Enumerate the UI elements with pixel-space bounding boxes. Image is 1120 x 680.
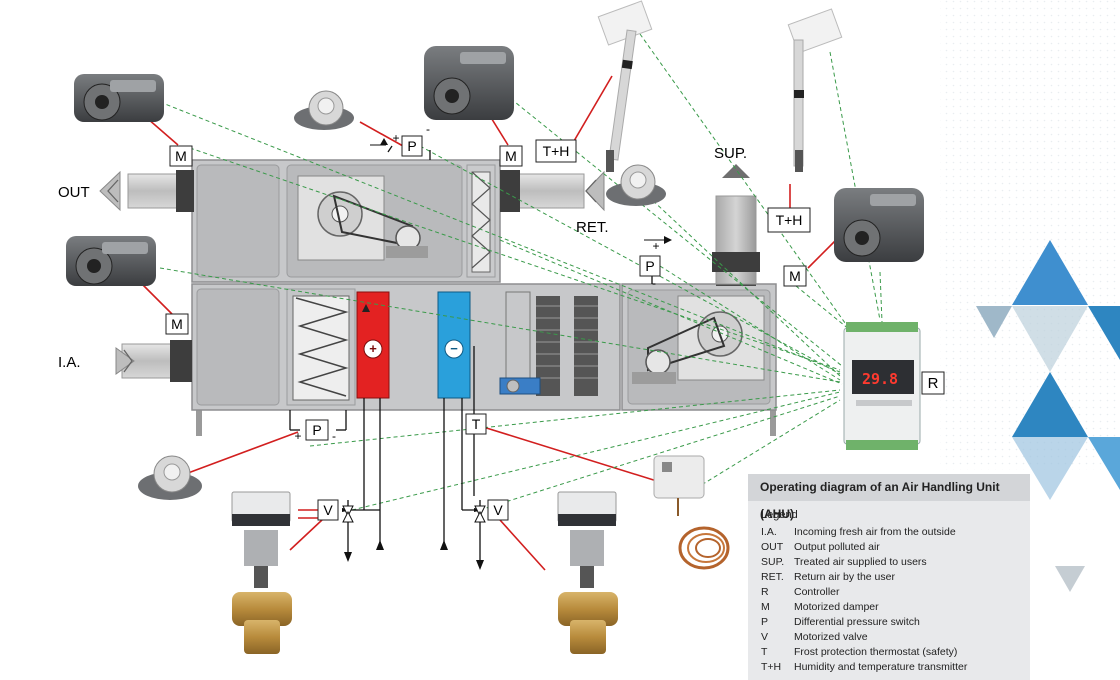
damper-actuator-sup	[834, 188, 924, 262]
humidifier	[499, 291, 598, 396]
legend-text: Frost protection thermostat (safety)	[794, 646, 958, 658]
label-plus-ret: +	[652, 239, 659, 253]
legend-text: Treated air supplied to users	[794, 556, 927, 568]
legend-item: RET. Return air by the user	[761, 571, 895, 583]
frost-thermostat	[653, 455, 730, 570]
legend-item: I.A. Incoming fresh air from the outside	[761, 526, 956, 538]
damper-actuator-ia	[66, 236, 156, 286]
legend-heading: Legend	[761, 509, 798, 521]
label-r: R	[928, 375, 939, 392]
air-direction-marks	[107, 179, 597, 373]
legend-text: Controller	[794, 586, 840, 598]
label-minus-top: -	[426, 122, 430, 136]
label-t: T	[472, 416, 481, 432]
legend-item: SUP. Treated air supplied to users	[761, 556, 927, 568]
label-ret: RET.	[576, 219, 609, 236]
legend-item: T+H Humidity and temperature transmitter	[761, 661, 967, 673]
red-wiring	[139, 75, 837, 571]
legend-text: Motorized damper	[794, 601, 879, 613]
ahu-unit: + −	[191, 159, 777, 436]
svg-text:−: −	[450, 341, 458, 356]
label-minus-bottom: -	[332, 429, 336, 443]
controller-display: 29.8	[862, 370, 898, 388]
legend-text: Motorized valve	[794, 631, 868, 643]
cooling-coil	[437, 291, 471, 399]
label-p-ret: P	[645, 258, 654, 274]
legend-item: OUT Output polluted air	[761, 541, 880, 553]
legend-key: RET.	[761, 571, 784, 583]
label-minus-ret: -	[652, 276, 656, 290]
label-p-bottom: P	[312, 422, 321, 438]
label-plus-top: +	[392, 131, 399, 145]
motorized-valve-cooling	[557, 491, 618, 654]
legend-key: OUT	[761, 541, 784, 553]
legend-key: I.A.	[761, 526, 777, 538]
pressure-switch-top	[294, 90, 354, 130]
label-v-cooling: V	[493, 502, 503, 518]
damper-actuator-out	[74, 74, 164, 122]
label-ia: I.A.	[58, 354, 81, 371]
label-sup: SUP.	[714, 145, 747, 162]
label-v-heating: V	[323, 502, 333, 518]
supply-fan	[632, 295, 765, 384]
ducts	[99, 164, 760, 382]
flow-arrows	[342, 138, 672, 570]
label-m-out: M	[175, 148, 187, 164]
pressure-switch-ret	[606, 164, 666, 206]
legend-key: P	[761, 616, 769, 628]
background-texture	[940, 0, 1120, 470]
legend-key: M	[761, 601, 770, 613]
legend-item: T Frost protection thermostat (safety)	[761, 646, 957, 658]
legend-item: R Controller	[761, 586, 840, 598]
th-transmitter-sup	[787, 8, 843, 172]
legend-item: M Motorized damper	[761, 601, 879, 613]
legend-text: Differential pressure switch	[794, 616, 920, 628]
legend-text: Humidity and temperature transmitter	[794, 661, 968, 673]
legend-key: T+H	[761, 661, 782, 673]
legend-item: P Differential pressure switch	[761, 616, 920, 628]
legend-text: Output polluted air	[794, 541, 880, 553]
legend-key: R	[761, 586, 769, 598]
motorized-valve-heating	[231, 491, 292, 654]
th-transmitter-duct	[597, 0, 653, 172]
legend-key: V	[761, 631, 769, 643]
label-m-ia: M	[171, 316, 183, 332]
label-out: OUT	[58, 184, 90, 201]
label-plus-bottom: +	[294, 429, 301, 443]
pressure-switch-bottom	[138, 455, 202, 500]
damper-actuator-ret	[424, 46, 514, 120]
label-m-ret: M	[505, 148, 517, 164]
label-boxes: M M M M P + - P + - P + - T+H T+H V V T …	[165, 122, 945, 521]
legend-title: Operating diagram of an Air Handling Uni…	[748, 474, 1030, 521]
controller-unit: 29.8	[843, 322, 921, 450]
legend-key: T	[761, 646, 768, 658]
valve-symbols	[342, 505, 486, 523]
signal-lines	[159, 33, 883, 511]
svg-text:+: +	[369, 341, 377, 356]
legend-text: Incoming fresh air from the outside	[794, 526, 956, 538]
label-th-sup: T+H	[776, 212, 803, 228]
legend-text: Return air by the user	[794, 571, 895, 583]
label-th-duct: T+H	[543, 143, 570, 159]
legend-panel: Operating diagram of an Air Handling Uni…	[748, 474, 1030, 680]
legend-key: SUP.	[761, 556, 785, 568]
label-p-top: P	[407, 138, 416, 154]
decorative-triangles	[976, 240, 1120, 592]
legend-item: V Motorized valve	[761, 631, 868, 643]
label-m-sup: M	[789, 268, 801, 284]
